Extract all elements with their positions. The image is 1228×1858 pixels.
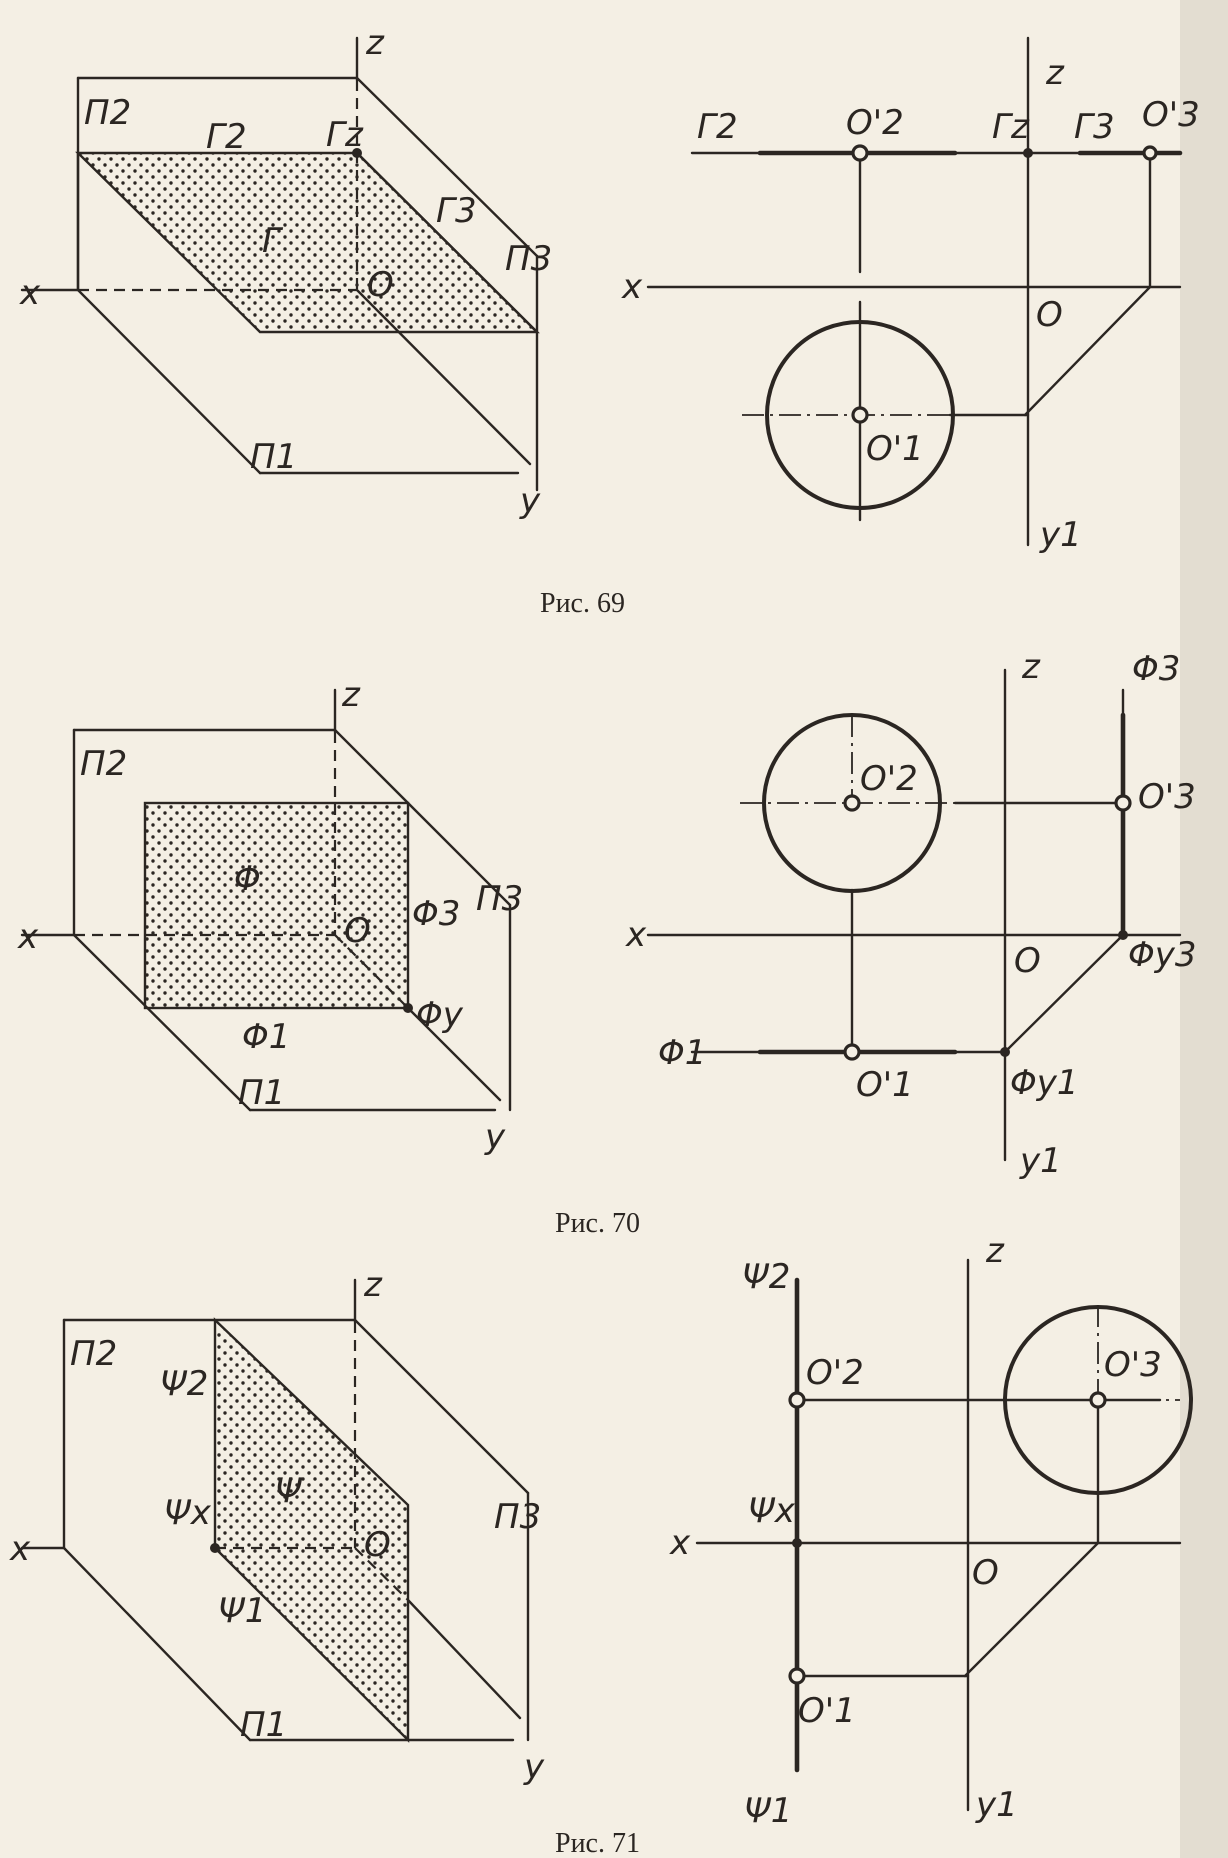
fig71-ortho-z: z [985,1231,1005,1271]
fig71-iso-x: x [9,1529,31,1569]
fig70-plane-phi [143,801,410,1010]
fig71-iso-p1: П1 [240,1705,287,1745]
fig69-iso-g3: Г3 [436,191,477,231]
fig70-ortho-y1: y1 [1019,1141,1062,1181]
fig70-isometric: z П2 Φ Φ3 П3 O x Φy Φ1 П1 y [17,675,523,1157]
fig71-iso-z: z [363,1265,383,1305]
fig70-iso-f3: Φ3 [412,894,460,934]
fig69-orthographic: z Г2 O'2 Гz Г3 O'3 x O O'1 y1 [621,36,1200,555]
fig70-ortho-z: z [1021,647,1041,687]
fig69-iso-y: y [519,481,541,521]
fig69-ortho-x: x [621,267,643,307]
fig69-iso-g2: Г2 [206,117,247,157]
fig69-iso-z: z [365,23,385,63]
fig71-caption: Рис. 71 [555,1828,640,1858]
fig70-ortho-x: x [625,915,647,955]
fig70-ortho-f1: Φ1 [658,1033,706,1073]
fig71-ortho-psi1: Ψ1 [744,1791,792,1831]
fig71-ortho-o3: O'3 [1104,1345,1162,1385]
fig71-isometric: z П2 Ψ2 Ψ Ψx П3 O x Ψ1 П1 y [9,1265,545,1787]
fig69-iso-gz: Гz [326,115,364,155]
fig70-iso-f1: Φ1 [242,1017,290,1057]
fig69-ortho-gz: Гz [992,107,1030,147]
fig70-iso-x: x [17,917,39,957]
fig71-iso-psix: Ψx [164,1493,212,1533]
fig71-iso-psi1: Ψ1 [218,1591,266,1631]
fig70-ortho-o2: O'2 [860,759,918,799]
fig71-ortho-psix: Ψx [748,1491,796,1531]
fig70-iso-p1: П1 [238,1073,285,1113]
fig71-ortho-o1: O'1 [798,1691,856,1731]
fig70-ortho-o3: O'3 [1138,777,1196,817]
fig69-isometric: z П2 Г2 Гz Г3 Г П3 O x П1 y [19,23,552,521]
fig69-caption: Рис. 69 [540,588,625,619]
fig69-ortho-o: O [1036,295,1063,335]
fig69-ortho-o3: O'3 [1142,95,1200,135]
fig70-ortho-o: O [1014,941,1041,981]
fig71-iso-psi2: Ψ2 [160,1364,208,1404]
fig69-ortho-o1: O'1 [866,429,924,469]
fig71-iso-y: y [523,1747,545,1787]
fig70-iso-z: z [341,675,361,715]
fig70-ortho-fy1: Φy1 [1010,1063,1079,1103]
fig71-ortho-psi2: Ψ2 [742,1257,790,1297]
fig71-ortho-x: x [669,1523,691,1563]
fig69-iso-p2: П2 [84,93,131,133]
fig71-ortho-y1: y1 [975,1785,1018,1825]
fig70-iso-p3: П3 [476,879,523,919]
fig71-plane-psi [213,1317,410,1743]
fig69-iso-x: x [19,273,41,313]
fig70-ortho-o1: O'1 [856,1065,914,1105]
fig69-ortho-g2: Г2 [697,107,738,147]
fig69-ortho-z: z [1045,53,1065,93]
right-page-edge [1180,0,1228,1858]
fig70-ortho-f3: Φ3 [1132,649,1180,689]
fig71-ortho-o2: O'2 [806,1353,864,1393]
fig71-iso-plane: Ψ [275,1471,303,1511]
fig70-iso-plane: Φ [234,859,261,899]
fig69-iso-p1: П1 [250,437,297,477]
fig69-ortho-g3: Г3 [1074,107,1115,147]
fig71-orthographic: z Ψ2 O'2 O'3 Ψx x O O'1 Ψ1 y1 [669,1231,1193,1831]
fig70-iso-o: O [344,911,371,951]
fig69-iso-o: O [367,265,394,305]
fig70-iso-fy: Φy [416,995,464,1035]
fig70-ortho-fy3: Φy3 [1128,935,1197,975]
fig69-plane-gamma [75,151,540,334]
fig69-iso-plane: Г [262,221,284,261]
fig70-caption: Рис. 70 [555,1208,640,1239]
fig71-iso-p3: П3 [494,1497,541,1537]
fig71-iso-o: O [364,1525,391,1565]
fig69-iso-p3: П3 [505,239,552,279]
fig71-ortho-o: O [972,1553,999,1593]
fig71-iso-p2: П2 [70,1334,117,1374]
fig69-ortho-y1: y1 [1039,515,1082,555]
fig70-iso-p2: П2 [80,744,127,784]
fig70-iso-y: y [484,1117,506,1157]
fig70-orthographic: z Φ3 O'2 O'3 x O Φy3 Φ1 O'1 Φy1 y1 [625,647,1197,1181]
fig69-ortho-o2: O'2 [846,103,904,143]
